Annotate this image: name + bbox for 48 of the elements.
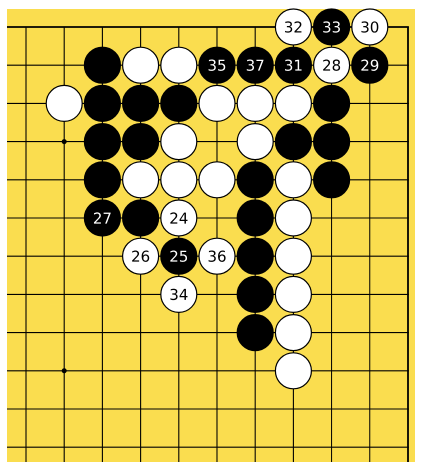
- go-stone: 35: [198, 46, 236, 84]
- go-stone: 24: [160, 199, 198, 237]
- go-stone: [236, 314, 274, 352]
- go-stone: [160, 123, 198, 160]
- go-stone: [313, 123, 350, 160]
- go-stone: [122, 46, 160, 84]
- go-stone: [84, 46, 121, 84]
- go-stone: [274, 199, 312, 237]
- go-stone: [274, 84, 312, 122]
- go-stone: [160, 46, 198, 84]
- go-stone: [313, 161, 350, 198]
- go-stone: [84, 84, 121, 122]
- go-stone: [84, 161, 121, 198]
- go-stone: [84, 123, 121, 160]
- go-stone: [274, 276, 312, 313]
- go-stone: 33: [313, 8, 350, 46]
- go-stone: 36: [198, 238, 236, 275]
- go-stone: [236, 276, 274, 313]
- go-stone: [274, 238, 312, 275]
- go-stone: [313, 84, 350, 122]
- go-stone: [274, 123, 312, 160]
- go-stone: [160, 84, 198, 122]
- go-stone: 37: [236, 46, 274, 84]
- go-stone: 28: [313, 46, 350, 84]
- go-stone: [122, 123, 160, 160]
- go-stone: [122, 84, 160, 122]
- go-stone: 32: [274, 8, 312, 46]
- go-stone: [274, 314, 312, 352]
- go-stone: [236, 199, 274, 237]
- go-stone: [236, 238, 274, 275]
- go-stone: [236, 161, 274, 198]
- go-stone: 30: [351, 8, 388, 46]
- go-stone: [274, 161, 312, 198]
- go-stone: 26: [122, 238, 160, 275]
- go-stone: 25: [160, 238, 198, 275]
- go-stone: [122, 161, 160, 198]
- go-stone: [160, 161, 198, 198]
- go-stone: [198, 161, 236, 198]
- go-stone: [274, 352, 312, 390]
- go-stone: 27: [84, 199, 121, 237]
- go-stone: [198, 84, 236, 122]
- go-stone: 34: [160, 276, 198, 313]
- go-stone: [122, 199, 160, 237]
- go-stone: [236, 84, 274, 122]
- go-stone: [46, 84, 83, 122]
- go-stone: 31: [274, 46, 312, 84]
- go-stone: [236, 123, 274, 160]
- go-stone: 29: [351, 46, 388, 84]
